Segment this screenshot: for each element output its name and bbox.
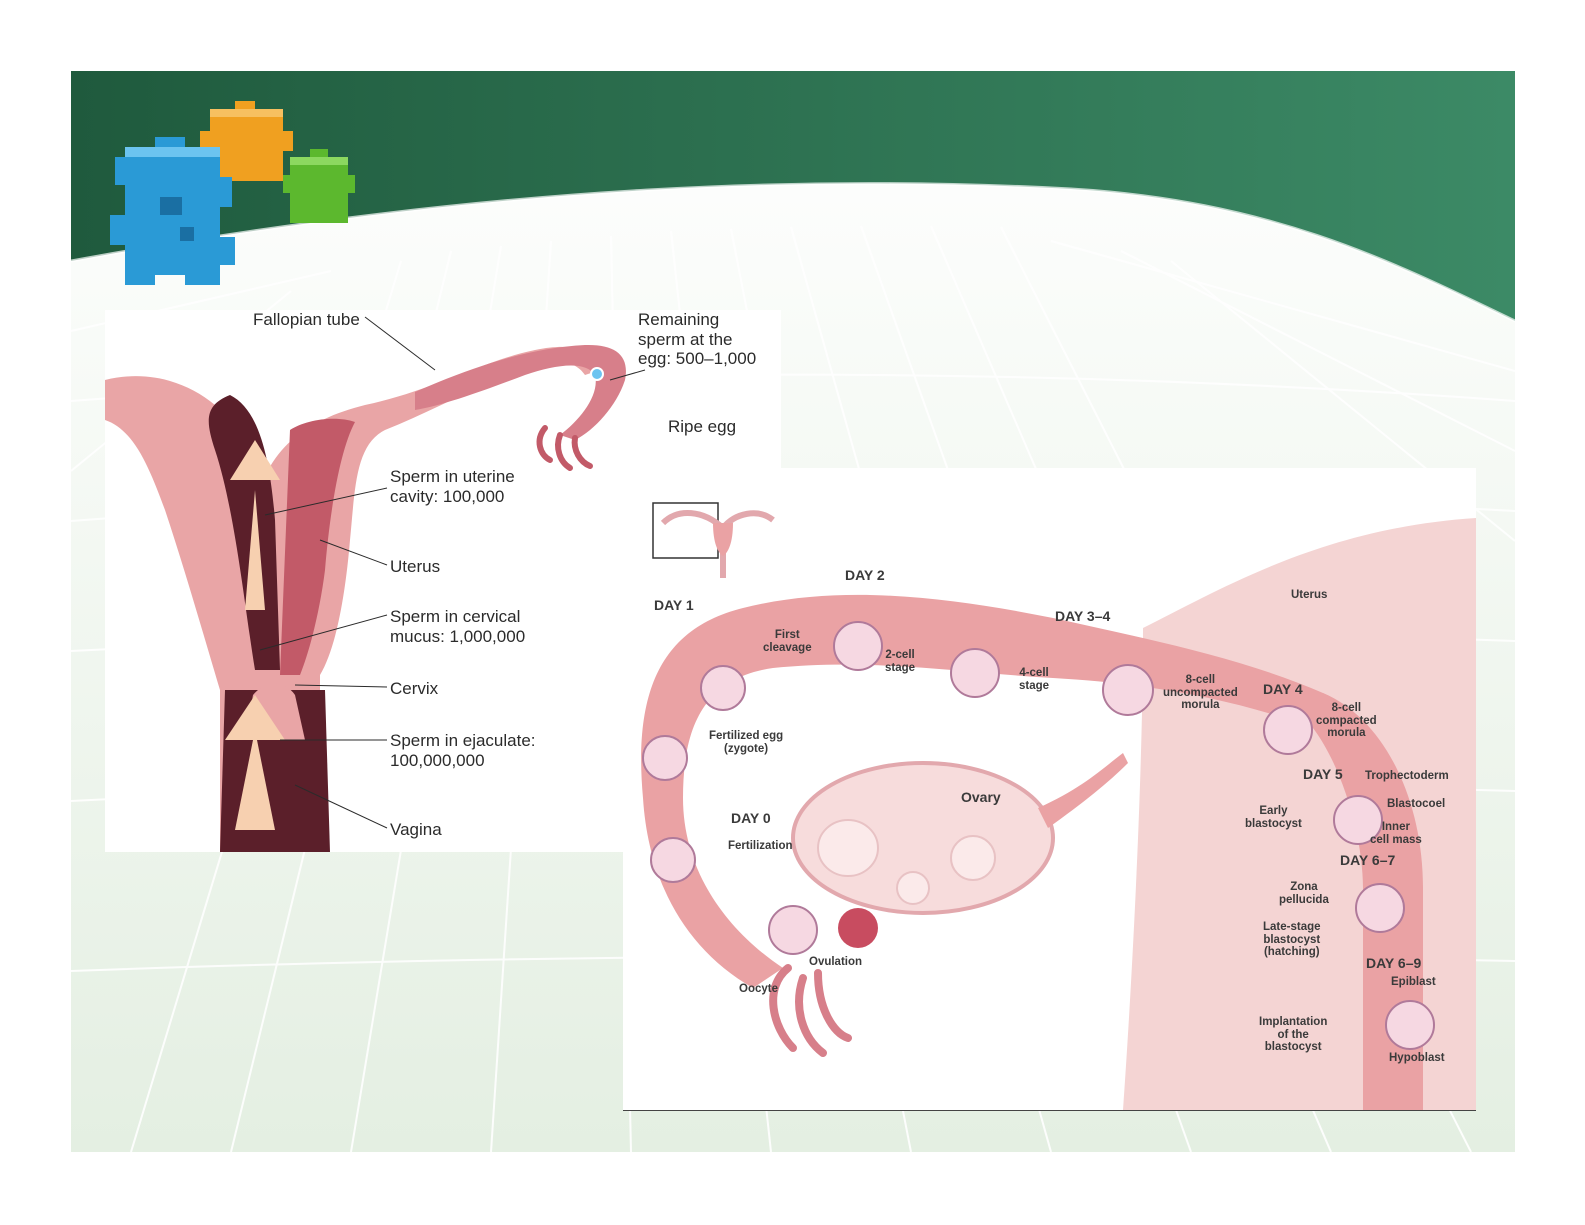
- vagina-label: Vagina: [390, 820, 442, 839]
- zona-pellucida-label: Zona pellucida: [1279, 881, 1329, 906]
- fallopian-tube-label: Fallopian tube: [253, 310, 360, 329]
- day4-label: DAY 4: [1263, 681, 1303, 697]
- day5-label: DAY 5: [1303, 766, 1343, 782]
- day69-label: DAY 6–9: [1366, 955, 1422, 971]
- day0-label: DAY 0: [731, 810, 771, 826]
- epiblast-label: Epiblast: [1391, 976, 1436, 988]
- sperm-cervical-label: Sperm in cervical mucus: 1,000,000: [390, 607, 526, 646]
- early-blastocyst-label: Early blastocyst: [1245, 805, 1302, 830]
- cervix-label: Cervix: [390, 679, 439, 698]
- orange-cube-icon: [200, 101, 293, 181]
- puzzle-cubes-logo: [110, 101, 355, 285]
- ripe-egg-label: Ripe egg: [668, 417, 737, 436]
- ovulation-follicle-icon: [838, 908, 878, 948]
- first-cleavage-label: First cleavage: [763, 629, 812, 654]
- fertilization-label: Fertilization: [728, 840, 793, 852]
- sperm-uterine-label: Sperm in uterine cavity: 100,000: [390, 467, 515, 506]
- embryo-development-diagram: DAY 1 DAY 2 DAY 3–4 Uterus First cleavag…: [623, 468, 1476, 1111]
- oocyte-label: Oocyte: [739, 983, 778, 995]
- implantation-label: Implantation of the blastocyst: [1259, 1016, 1328, 1054]
- remaining-sperm-label: Remaining sperm at the egg: 500–1,000: [638, 310, 757, 369]
- uterus-label: Uterus: [390, 557, 441, 576]
- embryo-development-illustration: [641, 502, 1476, 1110]
- day67-label: DAY 6–7: [1340, 852, 1396, 868]
- embryo-cells: [642, 621, 1435, 1050]
- fertilized-egg-label: Fertilized egg (zygote): [709, 730, 784, 755]
- sperm-ejaculate-label: Sperm in ejaculate: 100,000,000: [390, 731, 536, 770]
- two-cell-label: 2-cell stage: [885, 649, 916, 674]
- ovary-label: Ovary: [961, 789, 1001, 805]
- blastocoel-label: Blastocoel: [1387, 798, 1446, 810]
- day1-label: DAY 1: [654, 597, 694, 613]
- four-cell-label: 4-cell stage: [1019, 667, 1050, 692]
- uterus-label: Uterus: [1291, 589, 1328, 601]
- blue-cube-icon: [110, 137, 235, 285]
- ovulation-label: Ovulation: [809, 956, 863, 968]
- day34-label: DAY 3–4: [1055, 608, 1111, 624]
- late-blastocyst-label: Late-stage blastocyst (hatching): [1263, 921, 1321, 959]
- inner-cell-mass-label: Inner cell mass: [1370, 821, 1422, 846]
- eight-cell-uncompacted-label: 8-cell uncompacted morula: [1163, 674, 1238, 712]
- upward-arrow-icon: [245, 490, 265, 610]
- day2-label: DAY 2: [845, 567, 885, 583]
- trophectoderm-label: Trophectoderm: [1365, 770, 1449, 782]
- reproductive-tract-illustration: [105, 316, 646, 852]
- eight-cell-compacted-label: 8-cell compacted morula: [1316, 702, 1377, 740]
- green-cube-icon: [283, 149, 355, 223]
- ripe-egg-icon: [590, 367, 604, 381]
- hypoblast-label: Hypoblast: [1389, 1052, 1445, 1064]
